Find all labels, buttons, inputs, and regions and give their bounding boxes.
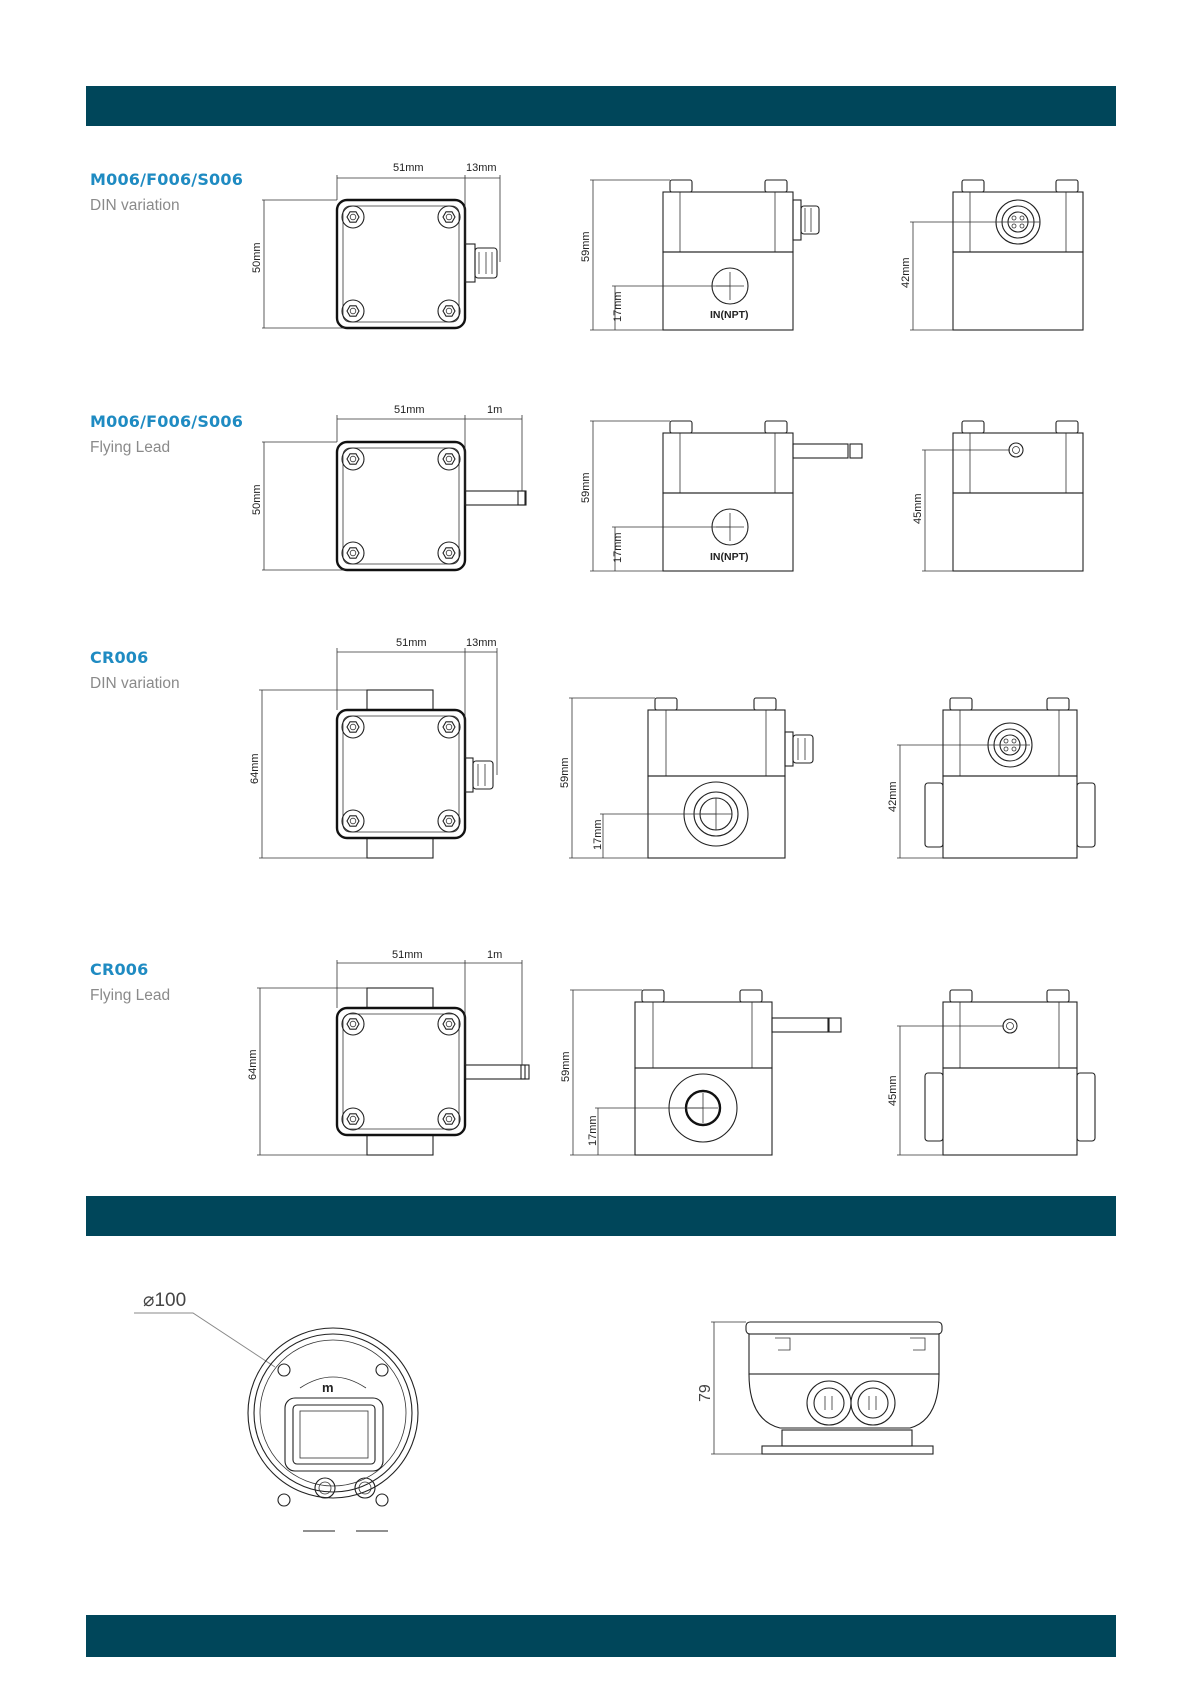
top-view-row3: [259, 648, 497, 858]
end-height-dim: 45mm: [912, 493, 924, 524]
top-width-dim: 51mm: [392, 949, 423, 961]
end-height-dim: 45mm: [887, 1075, 899, 1106]
display-front-view: m: [134, 1313, 418, 1531]
side-view-row3: [569, 698, 813, 858]
inlet-label: IN(NPT): [710, 551, 749, 563]
end-view-row3: [897, 698, 1095, 858]
side-height-dim: 59mm: [580, 231, 592, 262]
top-height-dim: 64mm: [249, 753, 261, 784]
top-ext-dim: 13mm: [466, 637, 497, 649]
end-view-row4: [897, 990, 1095, 1155]
display-side-view: [711, 1322, 942, 1454]
top-ext-dim: 13mm: [466, 162, 497, 174]
inlet-label: IN(NPT): [710, 309, 749, 321]
top-width-dim: 51mm: [396, 637, 427, 649]
side-view-row1: [590, 180, 819, 330]
top-height-dim: 50mm: [251, 484, 263, 515]
top-view-row1: [262, 175, 500, 328]
top-view-row4: [257, 960, 529, 1155]
svg-text:m: m: [322, 1380, 334, 1395]
port-height-dim: 17mm: [587, 1115, 599, 1146]
port-height-dim: 17mm: [612, 532, 624, 563]
top-height-dim: 50mm: [251, 242, 263, 273]
side-height-dim: 59mm: [559, 757, 571, 788]
diameter-dim: ⌀100: [143, 1290, 186, 1311]
top-ext-dim: 1m: [487, 949, 502, 961]
end-height-dim: 42mm: [900, 257, 912, 288]
port-height-dim: 17mm: [612, 291, 624, 322]
height-dim: 79: [697, 1384, 714, 1402]
port-height-dim: 17mm: [592, 819, 604, 850]
top-width-dim: 51mm: [394, 404, 425, 416]
side-height-dim: 59mm: [580, 472, 592, 503]
top-view-row2: [262, 415, 526, 570]
top-height-dim: 64mm: [247, 1049, 259, 1080]
end-view-row1: [910, 180, 1083, 330]
side-view-row2: [590, 421, 862, 571]
end-height-dim: 42mm: [887, 781, 899, 812]
top-width-dim: 51mm: [393, 162, 424, 174]
end-view-row2: [922, 421, 1083, 571]
top-ext-dim: 1m: [487, 404, 502, 416]
side-height-dim: 59mm: [560, 1051, 572, 1082]
side-view-row4: [570, 990, 841, 1155]
